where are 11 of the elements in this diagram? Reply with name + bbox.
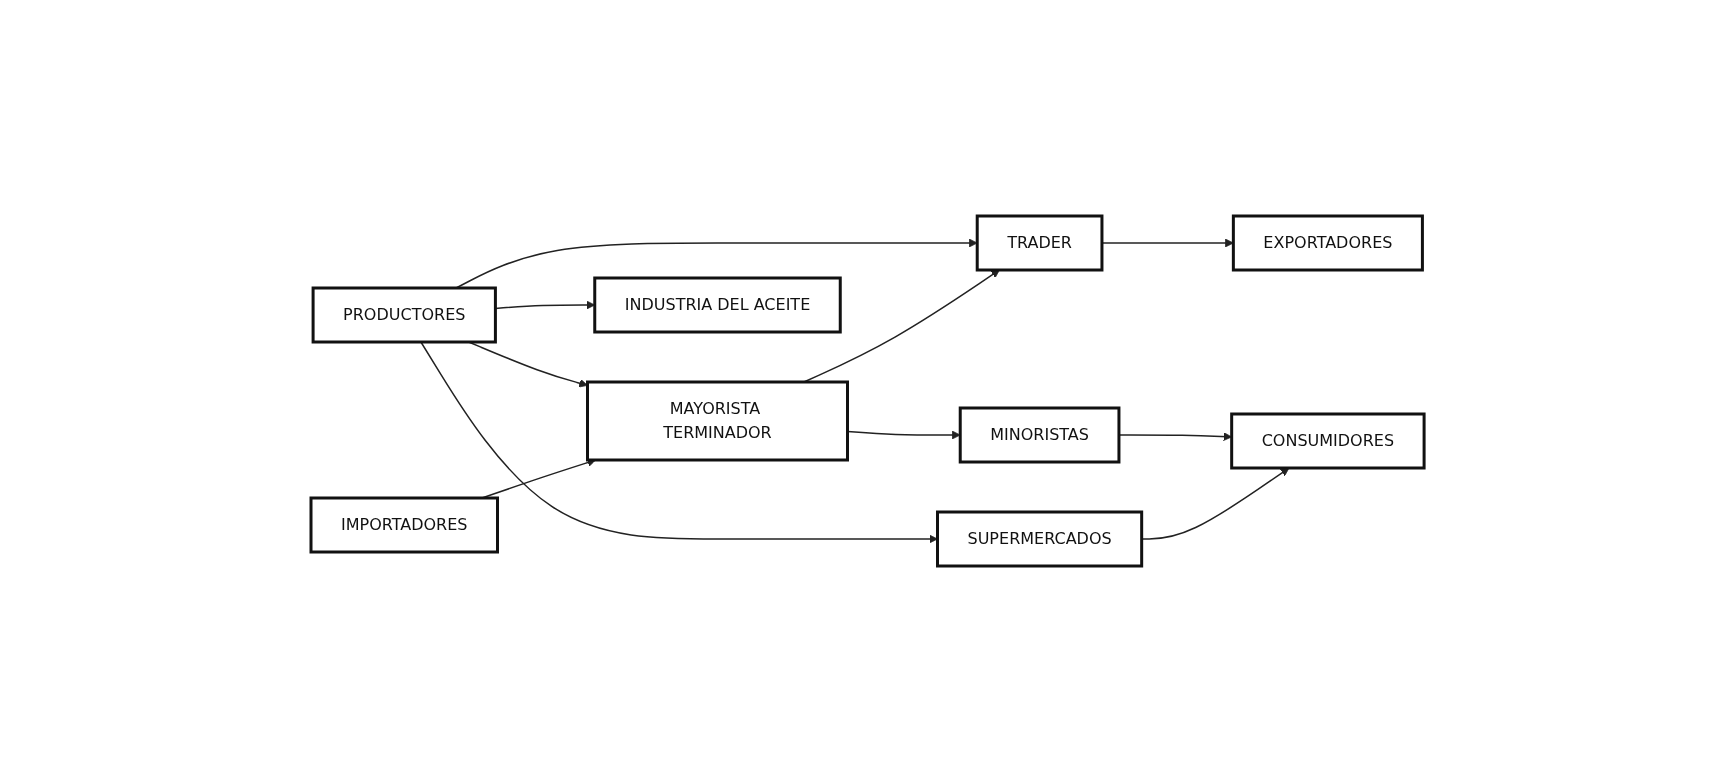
arrow	[1101, 238, 1234, 247]
node-box: SUPERMERCADOS	[935, 510, 1144, 567]
node-box: IMPORTADORES	[309, 496, 499, 553]
node-box: EXPORTADORES	[1231, 214, 1424, 271]
node-box: TRADER	[975, 214, 1104, 271]
node-box: CONSUMIDORES	[1230, 412, 1426, 469]
arrow	[1118, 431, 1232, 441]
node-box: INDUSTRIA DEL ACEITE	[593, 276, 842, 333]
node-box: PRODUCTORES	[311, 286, 497, 343]
node-box: MAYORISTA TERMINADOR	[585, 380, 849, 461]
node-box: MINORISTAS	[958, 406, 1121, 463]
